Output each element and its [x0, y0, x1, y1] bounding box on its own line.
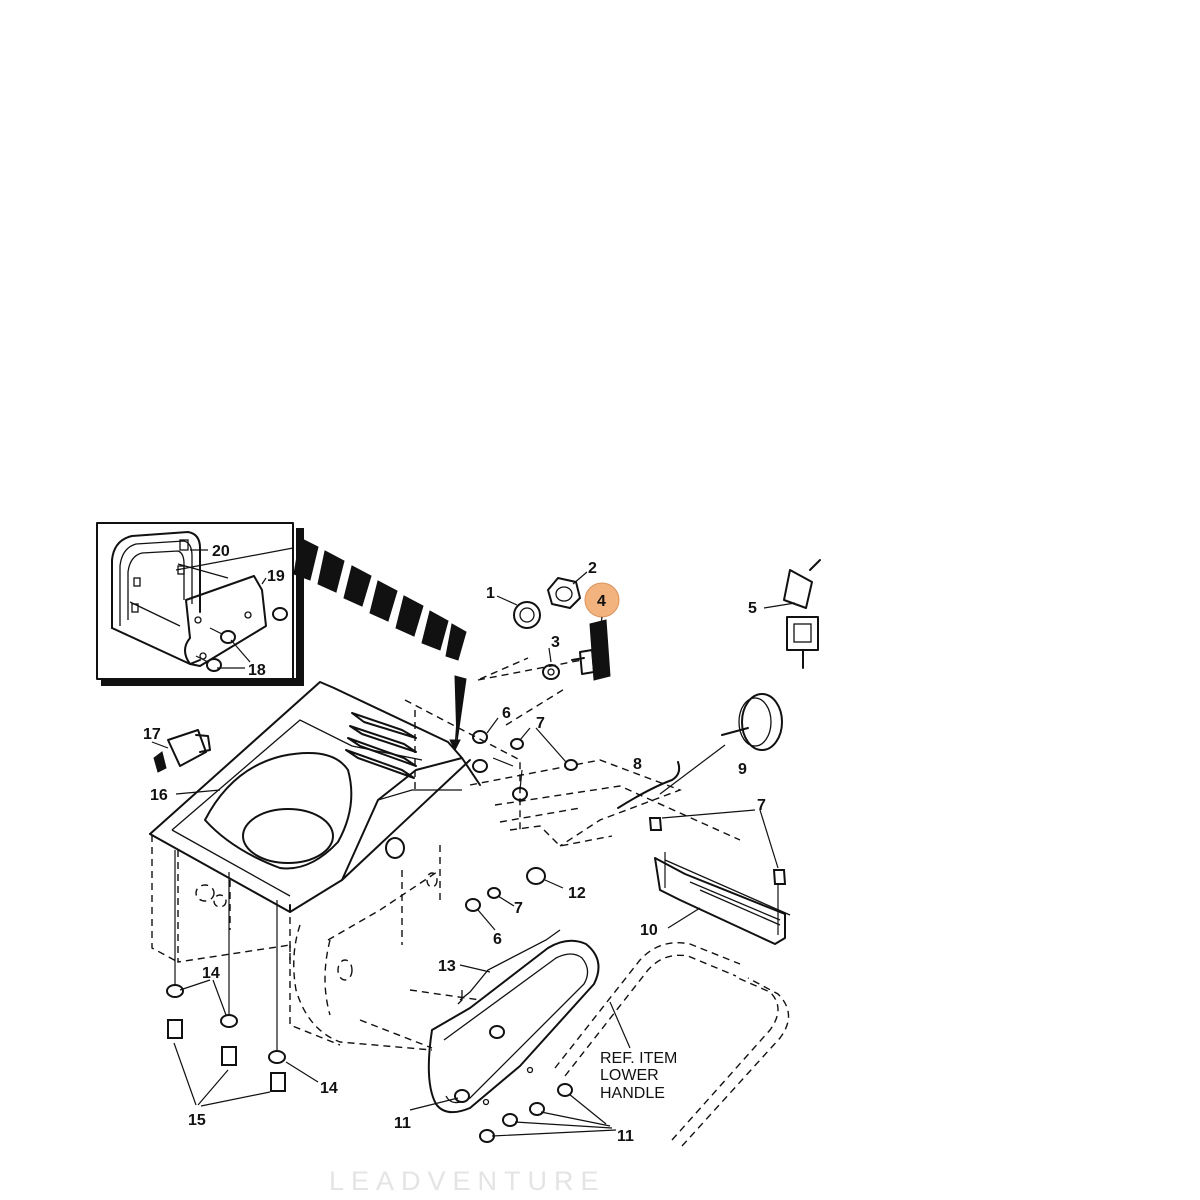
watermark: LEADVENTURE [329, 1166, 606, 1196]
callout-6b[interactable]: 6 [493, 931, 502, 948]
callout-9[interactable]: 9 [738, 761, 747, 778]
callout-11a[interactable]: 11 [394, 1115, 411, 1132]
inset-detail: 20 19 18 [96, 522, 304, 686]
callout-13[interactable]: 13 [438, 958, 456, 975]
ref-note-line-2: LOWER [600, 1067, 659, 1084]
lower-handle [554, 942, 790, 1147]
housing [149, 681, 741, 963]
callout-14a[interactable]: 14 [202, 965, 220, 982]
callout-3[interactable]: 3 [551, 634, 560, 651]
callout-leaders [151, 571, 796, 1137]
callouts: 1 2 3 4 5 6 7 8 9 7 12 7 6 10 13 16 17 1… [143, 560, 766, 1145]
callout-15[interactable]: 15 [188, 1112, 206, 1129]
callout-6a[interactable]: 6 [502, 705, 511, 722]
callout-8[interactable]: 8 [633, 756, 642, 773]
callout-12[interactable]: 12 [568, 885, 586, 902]
callout-10[interactable]: 10 [640, 922, 658, 939]
callout-16[interactable]: 16 [150, 787, 168, 804]
callout-7b[interactable]: 7 [757, 797, 766, 814]
callout-14b[interactable]: 14 [320, 1080, 338, 1097]
reference-note: REF. ITEM LOWER HANDLE [600, 1050, 677, 1102]
callout-20[interactable]: 20 [212, 543, 230, 560]
callout-7a[interactable]: 7 [536, 715, 545, 732]
ref-note-line-1: REF. ITEM [600, 1050, 677, 1067]
callout-1[interactable]: 1 [486, 585, 495, 602]
callout-7c[interactable]: 7 [514, 900, 523, 917]
detail-pointer [293, 537, 467, 752]
callout-11b[interactable]: 11 [617, 1128, 634, 1145]
callout-17[interactable]: 17 [143, 726, 161, 743]
belt-cover-13 [427, 929, 600, 1143]
bracket-10 [654, 852, 791, 945]
callout-2[interactable]: 2 [588, 560, 597, 577]
small-parts [153, 559, 821, 1092]
ref-note-line-3: HANDLE [600, 1085, 665, 1102]
callout-18[interactable]: 18 [248, 662, 266, 679]
callout-4-highlighted[interactable]: 4 [597, 593, 606, 610]
lower-housing [289, 869, 481, 1051]
callout-5[interactable]: 5 [748, 600, 757, 617]
callout-19[interactable]: 19 [267, 568, 285, 585]
